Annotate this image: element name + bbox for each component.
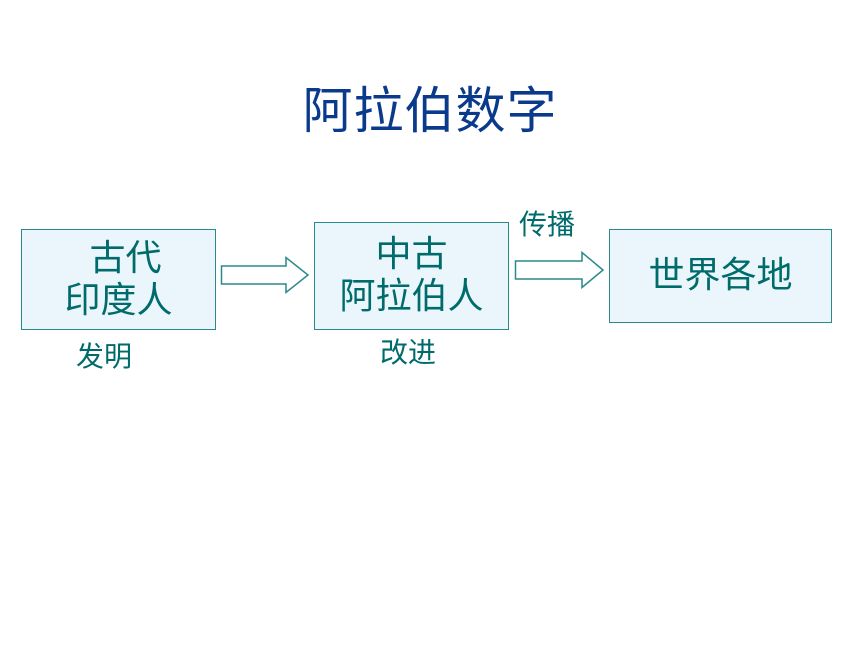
node-ancient-indians: 古代 印度人 — [21, 229, 216, 330]
edge-label-improve: 改进 — [380, 336, 437, 369]
node-medieval-arabs: 中古 阿拉伯人 — [314, 222, 509, 330]
arrow-right-icon — [514, 250, 605, 290]
node-worldwide-line-1: 世界各地 — [648, 255, 793, 296]
node-ancient-indians-line-2: 印度人 — [64, 279, 173, 321]
node-medieval-arabs-line-2: 阿拉伯人 — [339, 276, 484, 317]
node-worldwide: 世界各地 — [609, 229, 832, 323]
edge-label-invent: 发明 — [76, 340, 133, 373]
arrow-right-icon — [220, 255, 310, 295]
page-title: 阿拉伯数字 — [302, 82, 558, 140]
node-ancient-indians-line-1: 古代 — [89, 237, 162, 279]
edge-label-spread: 传播 — [519, 208, 576, 241]
node-medieval-arabs-line-1: 中古 — [375, 234, 448, 275]
